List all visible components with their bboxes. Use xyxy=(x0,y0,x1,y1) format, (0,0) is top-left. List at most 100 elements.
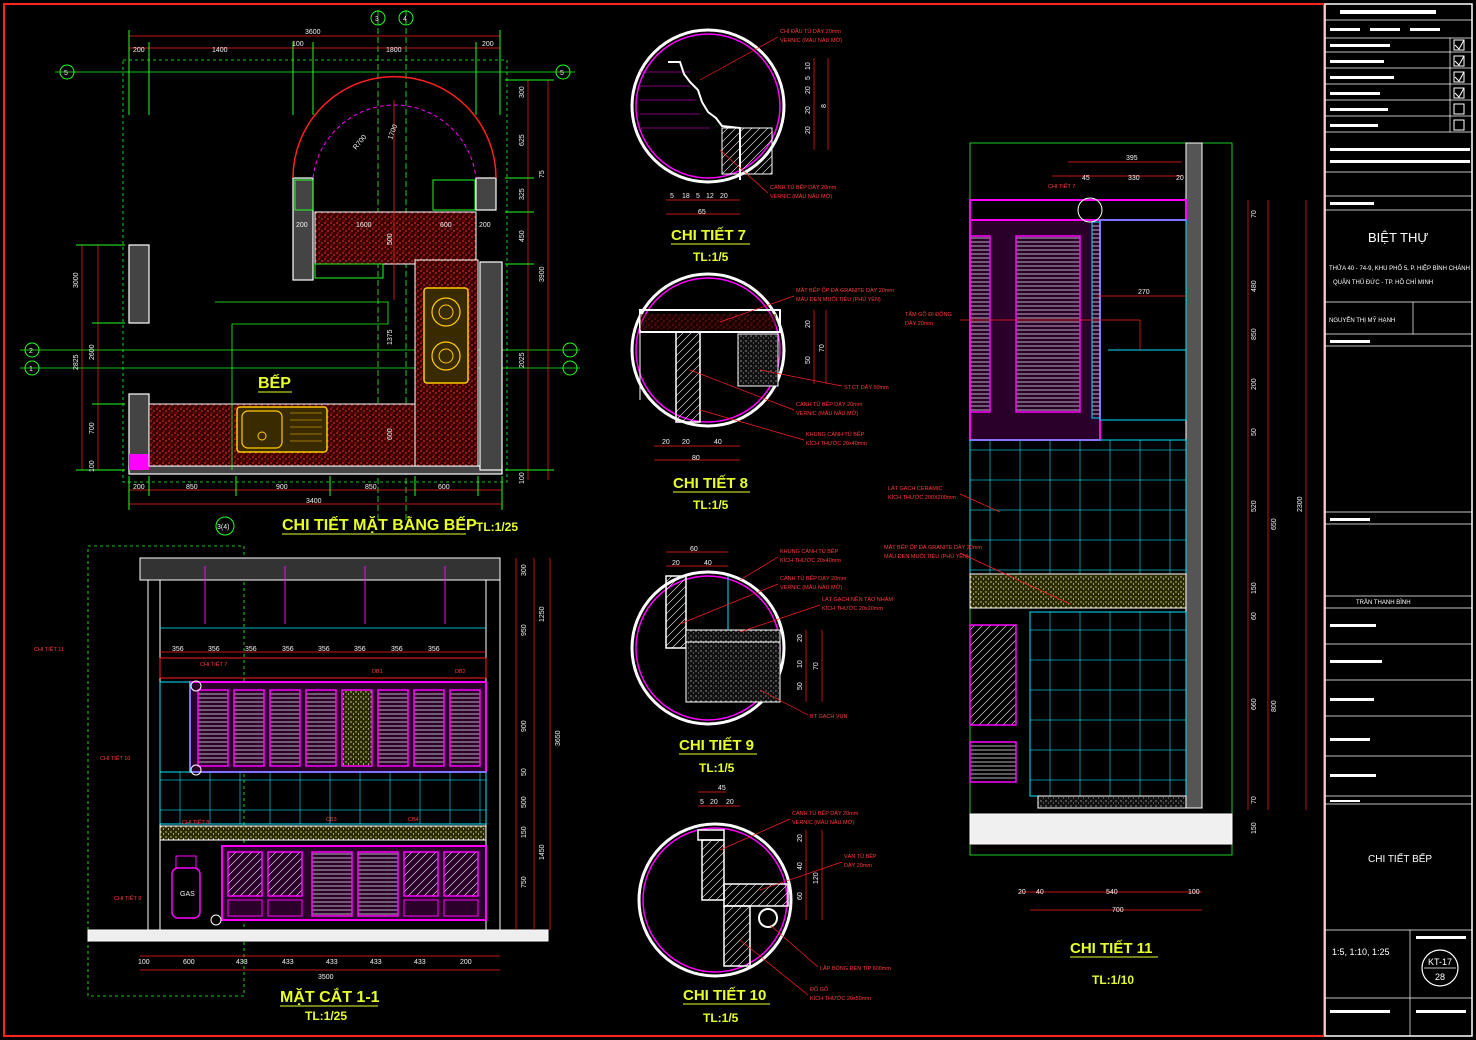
d11-dim-11: 70 xyxy=(1251,210,1258,218)
dim-left-4: 100 xyxy=(89,460,96,472)
dim-sec-r-7: 3650 xyxy=(555,730,562,746)
d7-note-4: VERNIC (MÀU NÂU MỜ) xyxy=(770,193,832,200)
d11-dim-22: 800 xyxy=(1271,700,1278,712)
d11-dim-1: 395 xyxy=(1126,155,1138,162)
d7-dim-12: 8 xyxy=(821,104,828,108)
countertop xyxy=(159,825,487,841)
owner-name: NGUYỄN THỊ MỸ HẠNH xyxy=(1329,317,1395,324)
d10-note-4: DÀY 20mm xyxy=(844,862,872,869)
arch-inner xyxy=(312,104,477,179)
dim-sec-top-4: 356 xyxy=(282,646,294,653)
dim-inner-5: 1700 xyxy=(387,124,399,141)
detail-8-title: CHI TIẾT 8 xyxy=(673,475,748,492)
dim-inner-8: 500 xyxy=(387,233,394,245)
d10-dim-7: 60 xyxy=(797,892,804,900)
drawing-scale: 1:5, 1:10, 1:25 xyxy=(1332,947,1390,957)
dim-right-6: 2025 xyxy=(519,352,526,368)
d9-note-5: LÁT GẠCH NỀN TẠO NHÁM xyxy=(822,596,893,603)
grid-mark-3-4: 3(4) xyxy=(217,524,229,531)
d11-dim-18: 2300 xyxy=(1297,496,1304,512)
d10-dim-2: 5 xyxy=(700,799,704,806)
d8-note-5: VERNIC (MÀU NÂU MỜ) xyxy=(796,410,858,417)
d11-note-4: LÁT GẠCH CERAMIC xyxy=(888,485,942,492)
label-chi-tiet-10: CHI TIẾT 10 xyxy=(100,755,130,762)
project-address-1: THỬA 40 - 74-9, KHU PHỐ 5, P. HIỆP BÌNH … xyxy=(1329,264,1470,272)
detail-8: MẶT BẾP ỐP ĐÁ GRANITE DÀY 20mm MÀU ĐEN M… xyxy=(630,272,894,512)
detail-9-notes: KHUNG CÁNH TỦ BẾP KÍCH THƯỚC 20x40mm CÁN… xyxy=(780,548,893,720)
project-address-2: QUẬN THỦ ĐỨC - TP. HỒ CHÍ MINH xyxy=(1333,279,1433,286)
dim-inner-3: 600 xyxy=(440,222,452,229)
d11-note-6: MẶT BẾP ỐP ĐÁ GRANITE DÀY 20mm xyxy=(884,544,982,551)
checklist-boxes xyxy=(1453,39,1465,131)
kitchen-floor-plan: 5 5 3 4 2 1 3(4) xyxy=(20,10,580,536)
d11-dim-8: 540 xyxy=(1106,889,1118,896)
d8-note-7: KÍCH THƯỚC 20x40mm xyxy=(806,440,867,447)
d11-note-1: CHI TIẾT 7 xyxy=(1048,183,1075,190)
designer-name: TRẦN THANH BÌNH xyxy=(1356,599,1411,606)
d8-dim-6: 50 xyxy=(805,356,812,364)
dim-top-2: 1400 xyxy=(212,47,228,54)
dim-sec-top-8: 356 xyxy=(428,646,440,653)
dim-bottom-2: 850 xyxy=(186,484,198,491)
label-cb4: CB4 xyxy=(408,817,419,823)
detail-7-scale: TL:1/5 xyxy=(693,250,729,264)
dim-sec-top-5: 356 xyxy=(318,646,330,653)
detail-10: CÁNH TỦ BẾP DÀY 20mm VERNIC (MÀU NÂU MỜ)… xyxy=(637,785,891,1025)
d7-dim-7: 10 xyxy=(805,62,812,70)
d7-dim-6: 65 xyxy=(698,209,706,216)
detail-8-notes: MẶT BẾP ỐP ĐÁ GRANITE DÀY 20mm MÀU ĐEN M… xyxy=(796,287,894,447)
dim-inner-1: 200 xyxy=(296,222,308,229)
grid-mark-1: 1 xyxy=(29,366,33,373)
d11-dim-2: 45 xyxy=(1082,175,1090,182)
dim-right-3: 325 xyxy=(519,188,526,200)
gas-label: GAS xyxy=(180,891,195,898)
dim-right-4: 450 xyxy=(519,230,526,242)
label-chi-tiet-8: CHI TIẾT 8 xyxy=(182,819,209,826)
gas-cylinder-icon: GAS xyxy=(171,855,201,919)
grid-bubbles: 5 5 3 4 2 1 3(4) xyxy=(24,10,578,536)
dim-sec-bot-7: 433 xyxy=(414,959,426,966)
d11-dim-12: 480 xyxy=(1251,280,1258,292)
lower-cabinets xyxy=(221,845,487,921)
detail-9-scale: TL:1/5 xyxy=(699,761,735,775)
detail-11: CHI TIẾT 7 TẤM GỖ ĐI ĐỘNG DÀY 20mm LÁT G… xyxy=(884,142,1307,987)
dim-bottom-5: 600 xyxy=(438,484,450,491)
grid-mark-3: 3 xyxy=(375,16,379,23)
d10-note-2: VERNIC (MÀU NÂU MỜ) xyxy=(792,819,854,826)
dim-sec-r-9: 750 xyxy=(521,876,528,888)
d11-dim-5: 270 xyxy=(1138,289,1150,296)
d11-dim-10: 700 xyxy=(1112,907,1124,914)
dim-inner-2: 1600 xyxy=(356,222,372,229)
d11-dim-14: 200 xyxy=(1251,378,1258,390)
cooktop-icon xyxy=(423,287,469,384)
d11-dim-13: 850 xyxy=(1251,328,1258,340)
dim-inner-radius: R700 xyxy=(352,134,368,151)
label-chi-tiet-7: CHI TIẾT 7 xyxy=(200,661,227,668)
detail-8-dims: 20 20 40 80 20 50 70 xyxy=(662,320,826,462)
dim-right-2: 625 xyxy=(519,134,526,146)
plan-scale: TL:1/25 xyxy=(476,520,518,534)
room-label: BẾP xyxy=(258,373,291,392)
d11-dim-7: 40 xyxy=(1036,889,1044,896)
dim-sec-bot-total: 3500 xyxy=(318,974,334,981)
d8-dim-4: 80 xyxy=(692,455,700,462)
dim-left-2: 2600 xyxy=(89,344,96,360)
d11-dim-16: 520 xyxy=(1251,500,1258,512)
detail-7: CHỈ ĐẦU TỦ DÀY 20mm VERNIC (MÀU NÂU MỜ) … xyxy=(630,28,842,264)
plan-title: CHI TIẾT MẶT BẰNG BẾP xyxy=(282,515,477,534)
d11-dim-9: 100 xyxy=(1188,889,1200,896)
d11-dim-17: 650 xyxy=(1271,518,1278,530)
sheet-frame xyxy=(3,3,1325,1037)
dim-inner-4: 200 xyxy=(479,222,491,229)
dim-left-1: 3000 xyxy=(73,272,80,288)
dim-bottom-total: 3400 xyxy=(306,498,322,505)
upper-cabinet-doors xyxy=(197,689,481,767)
d11-dim-4: 20 xyxy=(1176,175,1184,182)
grid-mark-5-left: 5 xyxy=(64,70,68,77)
project-name: BIỆT THỰ xyxy=(1368,230,1428,245)
d9-dim-3: 40 xyxy=(704,560,712,567)
d11-dim-23: 70 xyxy=(1251,796,1258,804)
detail-10-title: CHI TIẾT 10 xyxy=(683,987,766,1004)
dim-sec-r-8: 150 xyxy=(521,826,528,838)
dim-top-3: 100 xyxy=(292,41,304,48)
